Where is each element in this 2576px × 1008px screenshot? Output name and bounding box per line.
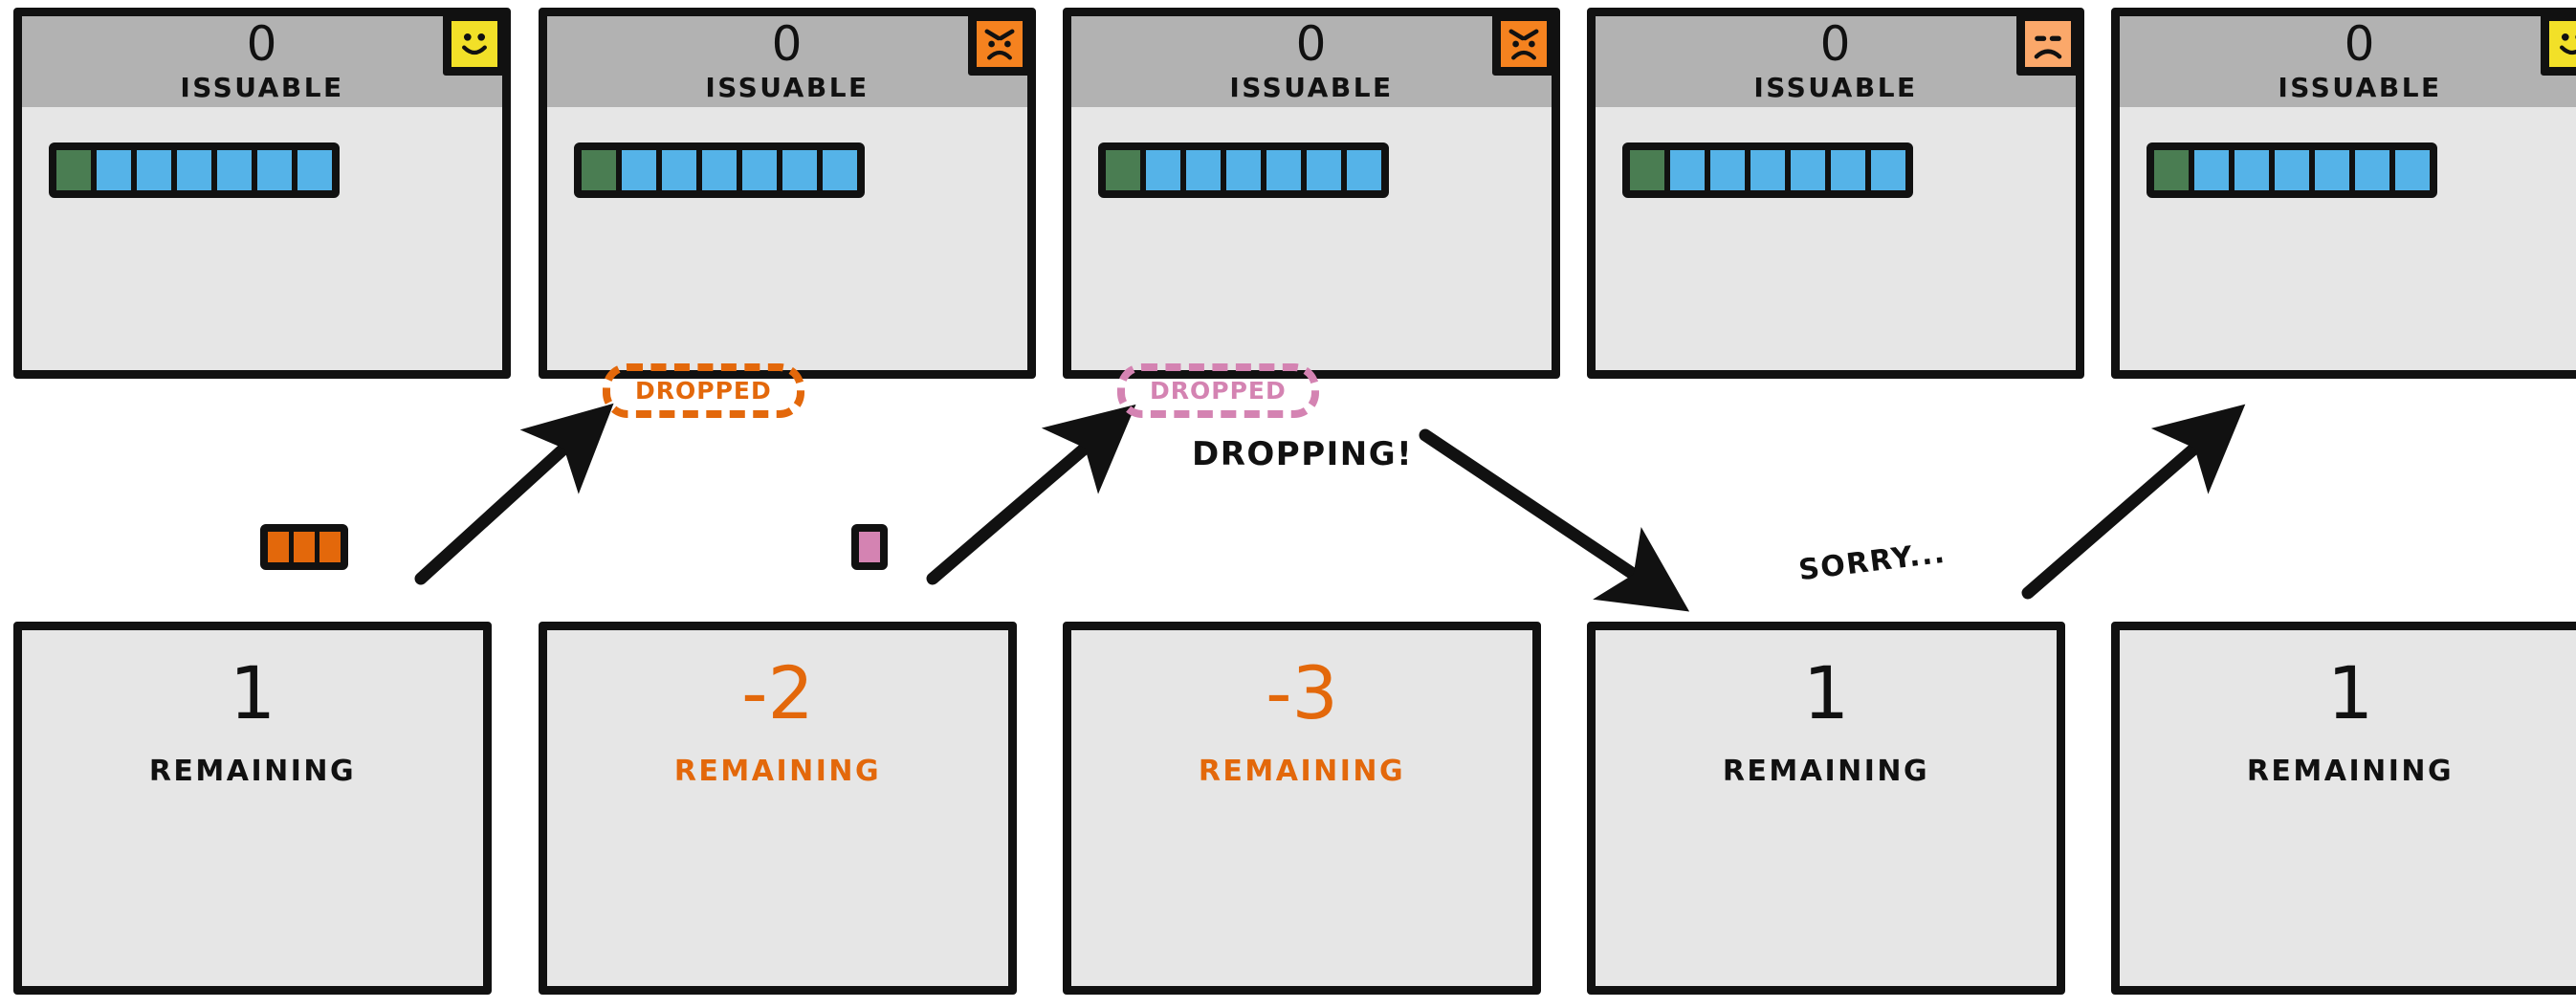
card-header: 0 ISSUABLE — [22, 16, 502, 117]
header-wave — [1596, 107, 2076, 117]
issuable-count: 0 — [771, 16, 804, 72]
issuable-label: ISSUABLE — [1229, 72, 1394, 103]
token-segment-bar — [2147, 142, 2437, 198]
segment-free — [257, 150, 292, 190]
issuable-card-1[interactable]: 0 ISSUABLE — [13, 8, 511, 379]
remaining-label: REMAINING — [148, 755, 357, 788]
remaining-label: REMAINING — [1198, 755, 1406, 788]
segment-free — [2194, 150, 2229, 190]
arrow-4-to-5 — [2021, 404, 2246, 600]
segment-free — [137, 150, 171, 190]
segment-free — [1791, 150, 1825, 190]
segment-free — [782, 150, 817, 190]
issuable-card-3[interactable]: 0 ISSUABLE — [1063, 8, 1560, 379]
segment-free — [297, 150, 332, 190]
remaining-card-3[interactable]: -3 REMAINING — [1063, 622, 1541, 995]
header-wave — [22, 107, 502, 117]
segment-free — [1871, 150, 1905, 190]
segment-free — [2395, 150, 2430, 190]
token-segment-bar — [1098, 142, 1389, 198]
sorry-note: SORRY... — [1796, 536, 1949, 588]
issuable-count: 0 — [1819, 16, 1852, 72]
arrow-2-to-3 — [926, 404, 1136, 585]
segment-used — [1106, 150, 1140, 190]
segment-free — [662, 150, 696, 190]
dropped-badge-pink: DROPPED — [1117, 363, 1319, 418]
segment-free — [1670, 150, 1705, 190]
remaining-card-1[interactable]: 1 REMAINING — [13, 622, 492, 995]
remaining-value: 1 — [229, 650, 276, 735]
segment-free — [1347, 150, 1381, 190]
arrow-3-to-4 — [1419, 428, 1690, 612]
issuable-label: ISSUABLE — [1753, 72, 1918, 103]
segment-used — [2154, 150, 2189, 190]
segment-free — [177, 150, 211, 190]
remaining-label: REMAINING — [2246, 755, 2455, 788]
segment-free — [1831, 150, 1865, 190]
segment-free — [742, 150, 777, 190]
remaining-value: 1 — [1802, 650, 1850, 735]
neutral-face-icon — [2016, 16, 2076, 76]
segment-free — [2355, 150, 2389, 190]
segment-used — [1630, 150, 1664, 190]
issuable-card-2[interactable]: 0 ISSUABLE — [539, 8, 1036, 379]
segment-free — [622, 150, 656, 190]
token-segment-bar — [49, 142, 340, 198]
remaining-value: -2 — [741, 650, 814, 735]
smiley-icon — [2541, 16, 2576, 76]
segment-free — [1750, 150, 1785, 190]
remaining-card-2[interactable]: -2 REMAINING — [539, 622, 1017, 995]
segment-free — [2235, 150, 2269, 190]
dropping-note: DROPPING! — [1192, 435, 1414, 473]
header-wave — [1071, 107, 1552, 117]
remaining-value: -3 — [1266, 650, 1338, 735]
issuable-count: 0 — [1295, 16, 1328, 72]
segment-free — [2275, 150, 2309, 190]
issuable-label: ISSUABLE — [2278, 72, 2442, 103]
issuable-count: 0 — [2344, 16, 2376, 72]
remaining-label: REMAINING — [673, 755, 882, 788]
mini-segment — [268, 532, 289, 562]
card-header: 0 ISSUABLE — [2120, 16, 2576, 117]
mini-segment — [859, 532, 880, 562]
issuable-label: ISSUABLE — [705, 72, 870, 103]
angry-face-icon — [1492, 16, 1552, 76]
segment-free — [1307, 150, 1341, 190]
segment-free — [217, 150, 252, 190]
segment-free — [823, 150, 857, 190]
token-segment-bar — [1622, 142, 1913, 198]
segment-free — [1226, 150, 1261, 190]
segment-free — [1186, 150, 1221, 190]
remaining-card-5[interactable]: 1 REMAINING — [2111, 622, 2576, 995]
issuable-card-4[interactable]: 0 ISSUABLE — [1587, 8, 2084, 379]
mini-segment — [294, 532, 315, 562]
segment-free — [1266, 150, 1301, 190]
mini-bar-orange — [260, 524, 348, 570]
smiley-icon — [443, 16, 502, 76]
mini-segment — [319, 532, 341, 562]
remaining-value: 1 — [2326, 650, 2374, 735]
remaining-label: REMAINING — [1722, 755, 1930, 788]
angry-face-icon — [968, 16, 1027, 76]
card-header: 0 ISSUABLE — [1596, 16, 2076, 117]
header-wave — [2120, 107, 2576, 117]
segment-free — [2315, 150, 2349, 190]
remaining-card-4[interactable]: 1 REMAINING — [1587, 622, 2065, 995]
segment-free — [1146, 150, 1180, 190]
segment-free — [1710, 150, 1745, 190]
card-header: 0 ISSUABLE — [1071, 16, 1552, 117]
card-header: 0 ISSUABLE — [547, 16, 1027, 117]
segment-free — [702, 150, 737, 190]
segment-used — [56, 150, 91, 190]
segment-used — [582, 150, 616, 190]
segment-free — [97, 150, 131, 190]
header-wave — [547, 107, 1027, 117]
mini-bar-pink — [851, 524, 888, 570]
issuable-label: ISSUABLE — [180, 72, 344, 103]
issuable-card-5[interactable]: 0 ISSUABLE — [2111, 8, 2576, 379]
token-segment-bar — [574, 142, 865, 198]
arrow-1-to-2 — [414, 403, 614, 585]
issuable-count: 0 — [246, 16, 278, 72]
dropped-badge-orange: DROPPED — [603, 363, 804, 418]
